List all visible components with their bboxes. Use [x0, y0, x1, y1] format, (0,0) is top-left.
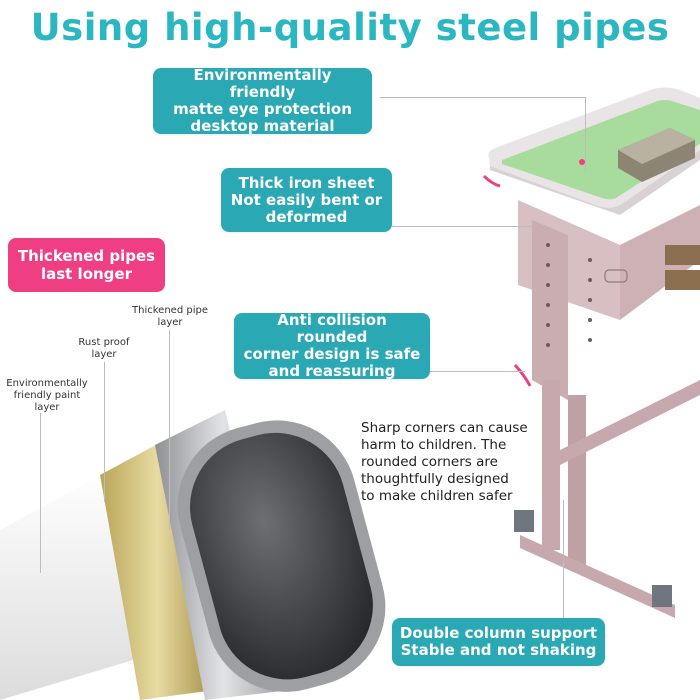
note-line: thoughtfully designed	[361, 471, 509, 487]
label-paint-layer: Environmentally friendly paint layer	[0, 378, 94, 414]
callout-thickened-pipes: Thickened pipes last longer	[8, 238, 165, 292]
leader-line	[585, 97, 586, 172]
leader-line	[40, 413, 41, 573]
label-line: Rust proof	[78, 337, 130, 348]
label-line: layer	[91, 349, 117, 360]
side-panel	[532, 220, 568, 400]
callout-iron-sheet: Thick iron sheet Not easily bent or defo…	[221, 168, 392, 232]
note-line: to make children safer	[361, 488, 513, 504]
leader-line	[104, 362, 105, 502]
callout-line: corner design is safe	[243, 345, 421, 363]
callout-line: Anti collision rounded	[277, 311, 387, 346]
label-pipe-layer: Thickened pipe layer	[120, 305, 220, 329]
leader-line	[392, 226, 532, 227]
callout-line: desktop material	[190, 117, 335, 135]
label-line: layer	[157, 317, 183, 328]
label-line: friendly paint	[13, 390, 81, 401]
oval-steel-pipe-cross-section	[0, 410, 386, 700]
rust-proof-layer	[100, 440, 215, 700]
note-line: rounded corners are	[361, 454, 498, 470]
note-line: harm to children. The	[361, 437, 507, 453]
label-line: Thickened pipe	[132, 305, 208, 316]
leader-line	[380, 97, 585, 98]
callout-line: and reassuring	[268, 362, 396, 380]
callout-line: last longer	[40, 265, 132, 283]
callout-line: matte eye protection	[173, 100, 352, 118]
leader-line	[169, 330, 170, 530]
callout-line: Environmentally friendly	[193, 66, 332, 101]
callout-double-column: Double column support Stable and not sha…	[392, 618, 605, 666]
label-line: layer	[34, 402, 60, 413]
callout-line: Thick iron sheet	[238, 173, 375, 192]
page-title: Using high-quality steel pipes	[30, 6, 670, 49]
drawer-wood	[665, 245, 700, 265]
leader-line	[430, 371, 525, 372]
desk-dot	[579, 159, 585, 165]
callout-desktop-material: Environmentally friendly matte eye prote…	[153, 66, 372, 135]
leg-right	[568, 395, 586, 565]
cross-bar	[560, 380, 700, 465]
callout-line: Thickened pipes	[17, 247, 156, 265]
label-line: Environmentally	[6, 378, 88, 389]
callout-line: Not easily bent or	[230, 190, 383, 209]
leader-line	[563, 500, 564, 625]
school-desk-illustration	[482, 87, 700, 618]
note-line: Sharp corners can cause	[361, 420, 528, 436]
safety-note: Sharp corners can cause harm to children…	[361, 420, 551, 505]
callout-line: Stable and not shaking	[400, 641, 597, 659]
pipe-interior	[190, 432, 373, 680]
base-foot	[520, 535, 675, 618]
callout-anti-collision: Anti collision rounded corner design is …	[234, 311, 430, 380]
label-rust-proof: Rust proof layer	[64, 337, 144, 361]
foot-cap	[514, 510, 534, 532]
callout-line: Double column support	[399, 624, 598, 642]
callout-line: deformed	[265, 207, 348, 226]
leg-left	[542, 380, 560, 550]
